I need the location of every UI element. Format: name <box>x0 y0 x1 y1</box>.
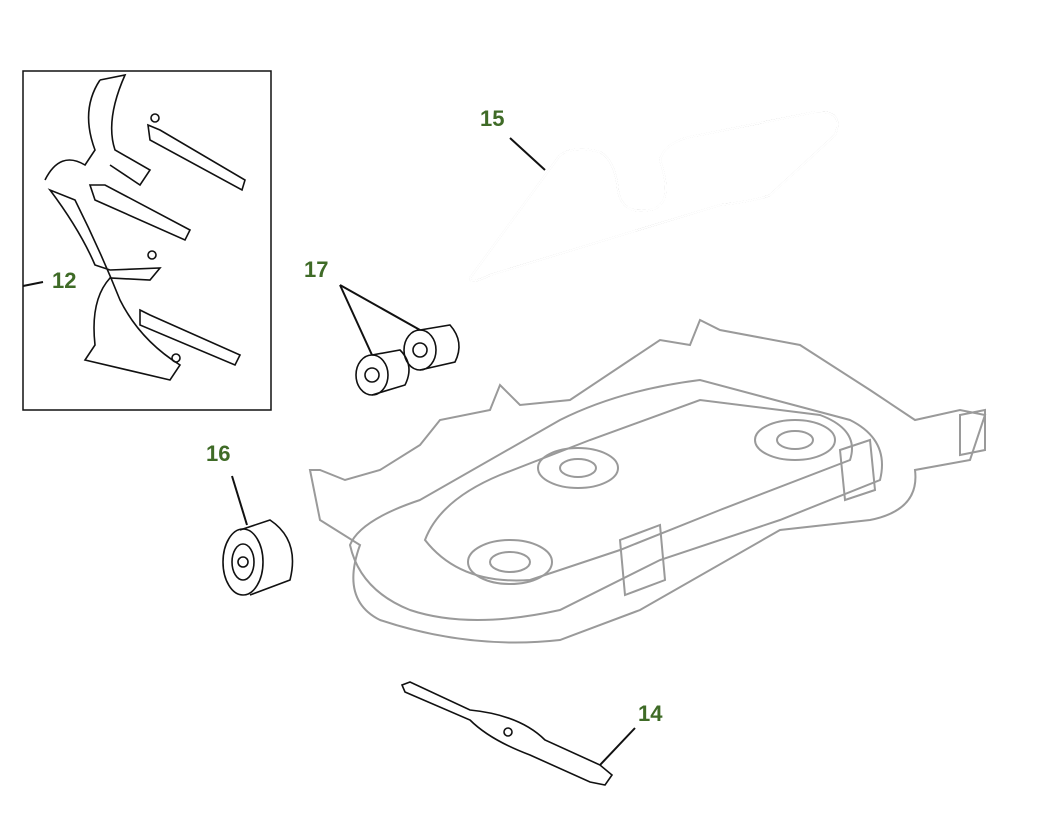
drive-belt[interactable] <box>468 110 839 282</box>
callout-14: 14 <box>638 701 663 726</box>
callout-17: 17 <box>304 257 329 282</box>
mower-blade[interactable] <box>400 681 614 786</box>
gauge-wheel[interactable] <box>222 519 294 596</box>
mower-deck[interactable] <box>308 318 987 644</box>
callout-12: 12 <box>52 268 77 293</box>
deck-rollers[interactable] <box>355 324 460 396</box>
callout-16: 16 <box>206 441 231 466</box>
callout-15: 15 <box>480 106 505 131</box>
blade-kit-inset[interactable] <box>22 70 272 411</box>
